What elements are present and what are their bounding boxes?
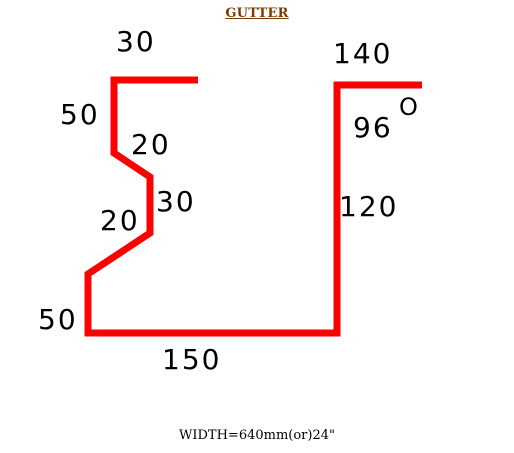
dimension-right-height: 120 [339,190,399,223]
diagram-title: GUTTER [225,6,289,21]
dimension-left-upper-height: 50 [60,98,100,131]
width-note: WIDTH=640mm(or)24" [179,428,335,443]
gutter-profile-line [84,76,422,337]
dimension-lower-slant: 20 [100,204,140,237]
dimension-angle: 96 [353,111,393,144]
dimension-left-lower-height: 50 [38,303,78,336]
dimension-base: 150 [162,343,222,376]
dimension-top-lip: 30 [116,25,156,58]
degree-symbol: O [399,93,420,121]
dimension-middle-vertical: 30 [156,185,196,218]
dimension-right-flange: 140 [333,37,393,70]
dimension-upper-slant: 20 [131,128,171,161]
